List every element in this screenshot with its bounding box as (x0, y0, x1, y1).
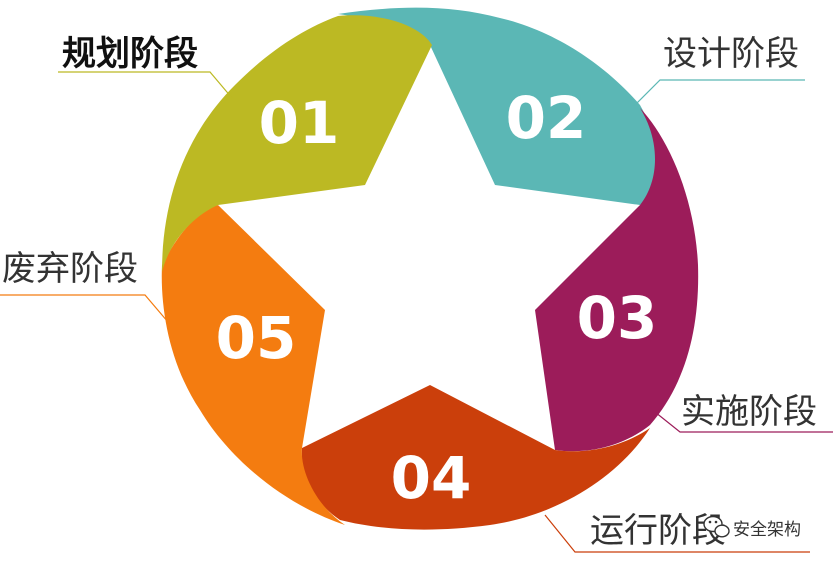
segment-number-05: 05 (216, 304, 297, 372)
leader-line-02 (633, 79, 805, 107)
stage-label-04: 运行阶段 (590, 511, 726, 551)
segment-number-01: 01 (259, 89, 340, 157)
segment-02 (338, 7, 657, 205)
wechat-icon (703, 515, 730, 538)
segment-05 (161, 205, 345, 525)
stage-label-01: 规划阶段 (62, 34, 198, 74)
watermark-text: 安全架构 (733, 520, 801, 540)
leader-line-04 (544, 514, 810, 553)
watermark: 安全架构 (703, 515, 801, 540)
leader-line-05 (0, 294, 169, 323)
segment-03 (535, 108, 699, 452)
segment-number-04: 04 (391, 444, 472, 512)
stage-label-02: 设计阶段 (663, 34, 799, 74)
segment-01 (162, 15, 432, 273)
stage-label-03: 实施阶段 (681, 392, 817, 432)
segment-number-03: 03 (577, 284, 658, 352)
segment-04 (301, 385, 650, 530)
leader-line-03 (654, 411, 833, 433)
stage-label-05: 废弃阶段 (2, 249, 138, 289)
segment-number-02: 02 (506, 84, 587, 152)
leader-line-01 (58, 71, 233, 99)
